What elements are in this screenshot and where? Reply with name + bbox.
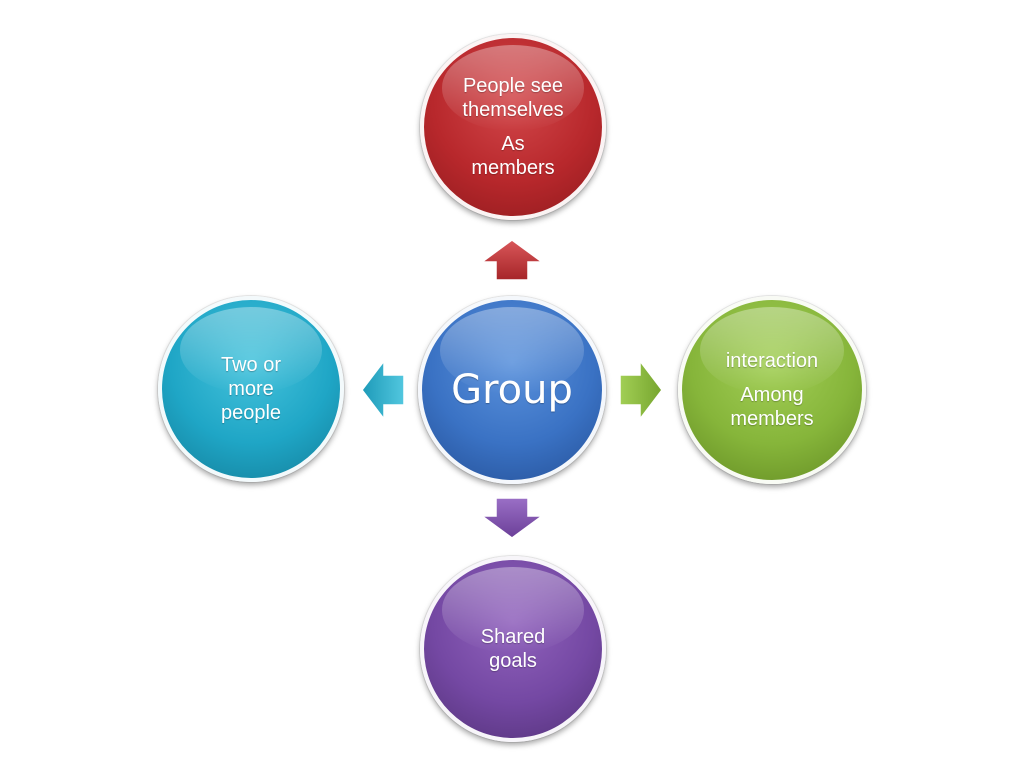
arrow-up-icon <box>479 239 545 281</box>
node-top-line-4: members <box>471 157 555 179</box>
node-left-line-3: people <box>220 402 282 424</box>
node-group-center: Group <box>418 296 606 484</box>
node-bottom-line-1: Shared <box>480 626 546 648</box>
node-left-line-2: more <box>228 378 274 400</box>
arrow-down-icon <box>479 497 545 539</box>
node-shared-goals: Shared goals <box>420 556 606 742</box>
node-bottom-line-2: goals <box>489 650 537 672</box>
arrow-left-icon <box>361 358 405 422</box>
node-two-or-more-people: Two or more people <box>158 296 344 482</box>
node-left-line-1: Two or <box>220 354 282 376</box>
node-right-line-1: interaction <box>725 350 819 372</box>
node-top-line-2: themselves <box>462 99 564 121</box>
node-people-see-themselves-as-members: People see themselves As members <box>420 34 606 220</box>
node-top-line-3: As <box>501 133 525 155</box>
node-right-line-2: Among <box>740 384 804 406</box>
node-interaction-among-members: interaction Among members <box>678 296 866 484</box>
center-label: Group <box>451 367 573 413</box>
node-right-line-3: members <box>730 408 814 430</box>
node-top-line-1: People see <box>462 75 564 97</box>
arrow-right-icon <box>619 358 663 422</box>
